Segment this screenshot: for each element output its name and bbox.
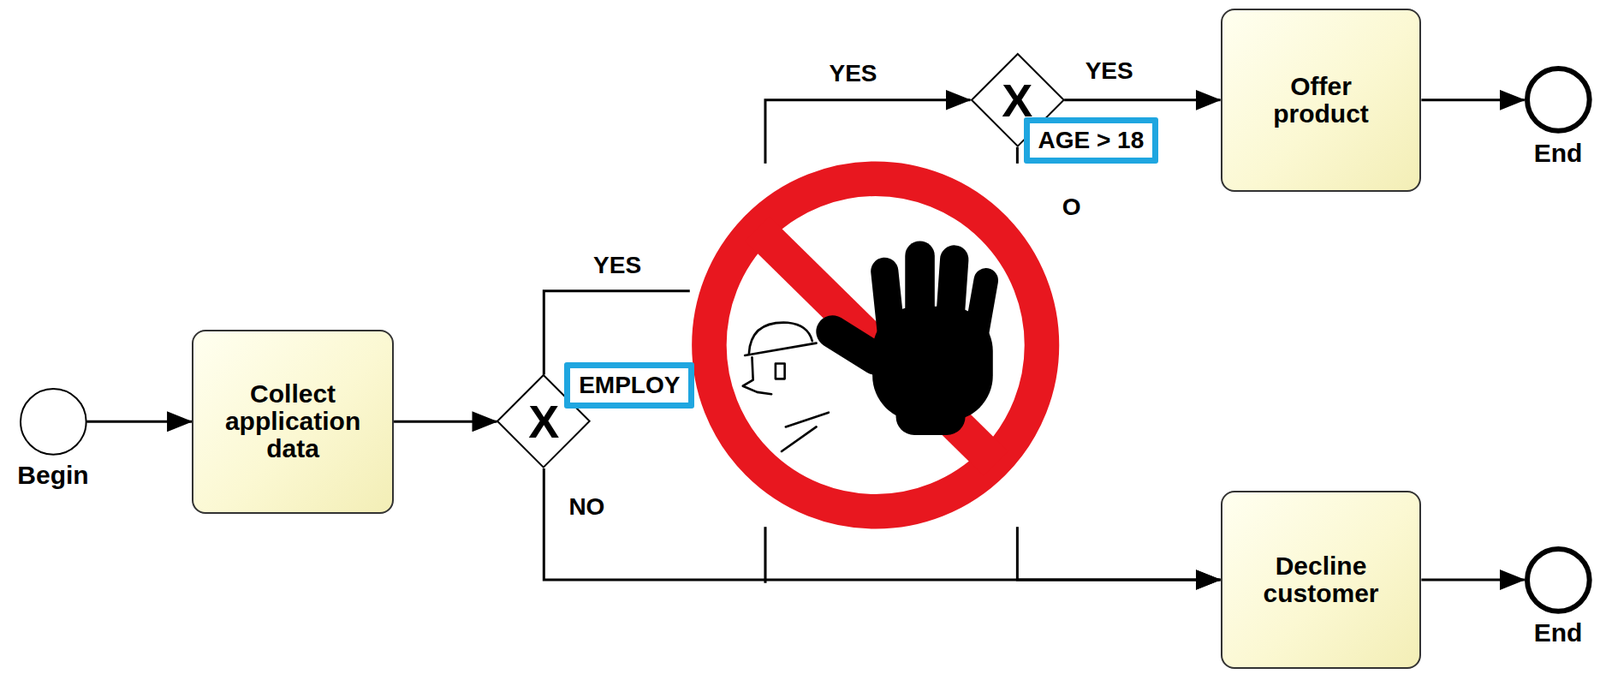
- picture-ground: [689, 163, 1064, 527]
- gateway-marker: X: [528, 398, 560, 445]
- shoulder-line: [785, 412, 829, 428]
- face-outline: [743, 356, 772, 394]
- event-outline: [1524, 546, 1593, 614]
- gateway-marker: X: [1001, 77, 1033, 124]
- flow-label: YES: [590, 251, 644, 280]
- process-text: Collect application data: [193, 380, 393, 463]
- process-box: Decline customer: [1220, 490, 1422, 668]
- sequence-flow: [1064, 98, 1220, 102]
- event-circle: End: [1524, 65, 1593, 134]
- event-label: End: [1534, 138, 1583, 167]
- event-circle-shape: [1527, 548, 1590, 612]
- condition-label: EMPLOY: [564, 362, 695, 409]
- prohibition-ring: [708, 178, 1042, 512]
- sequence-flow: [1421, 578, 1524, 582]
- event-circle-shape: [20, 388, 87, 455]
- process-box: Offer product: [1220, 8, 1422, 193]
- process-text: Offer product: [1222, 72, 1421, 128]
- flow-label: YES: [1082, 57, 1137, 85]
- flow-label: YES: [828, 59, 877, 88]
- helmet-brim: [744, 343, 816, 356]
- flow-label: O: [1059, 193, 1084, 221]
- arm-line: [781, 426, 817, 452]
- event-outline: [19, 387, 88, 456]
- process-box: Collect application data: [191, 329, 394, 514]
- flow-label: NO: [565, 493, 607, 521]
- hand-thumb: [809, 309, 899, 381]
- event-outline: [1524, 65, 1593, 134]
- sequence-flow: [393, 420, 497, 423]
- sequence-flow: [1421, 98, 1524, 102]
- condition-label: AGE > 18: [1023, 117, 1160, 164]
- goggle: [775, 362, 786, 379]
- event-circle-shape: [1527, 68, 1590, 131]
- event-label: End: [1534, 618, 1583, 647]
- process-text: Decline customer: [1222, 552, 1421, 607]
- hidden-branch-stub: [763, 522, 767, 583]
- sequence-flow: [86, 420, 192, 423]
- event-label: Begin: [17, 460, 89, 489]
- worker-figure: [743, 322, 829, 452]
- event-circle: End: [1524, 546, 1593, 614]
- hand-wrist: [896, 387, 966, 435]
- event-circle: Begin: [19, 387, 88, 456]
- prohibition-bar: [756, 228, 996, 464]
- stop-hand: [809, 240, 1000, 435]
